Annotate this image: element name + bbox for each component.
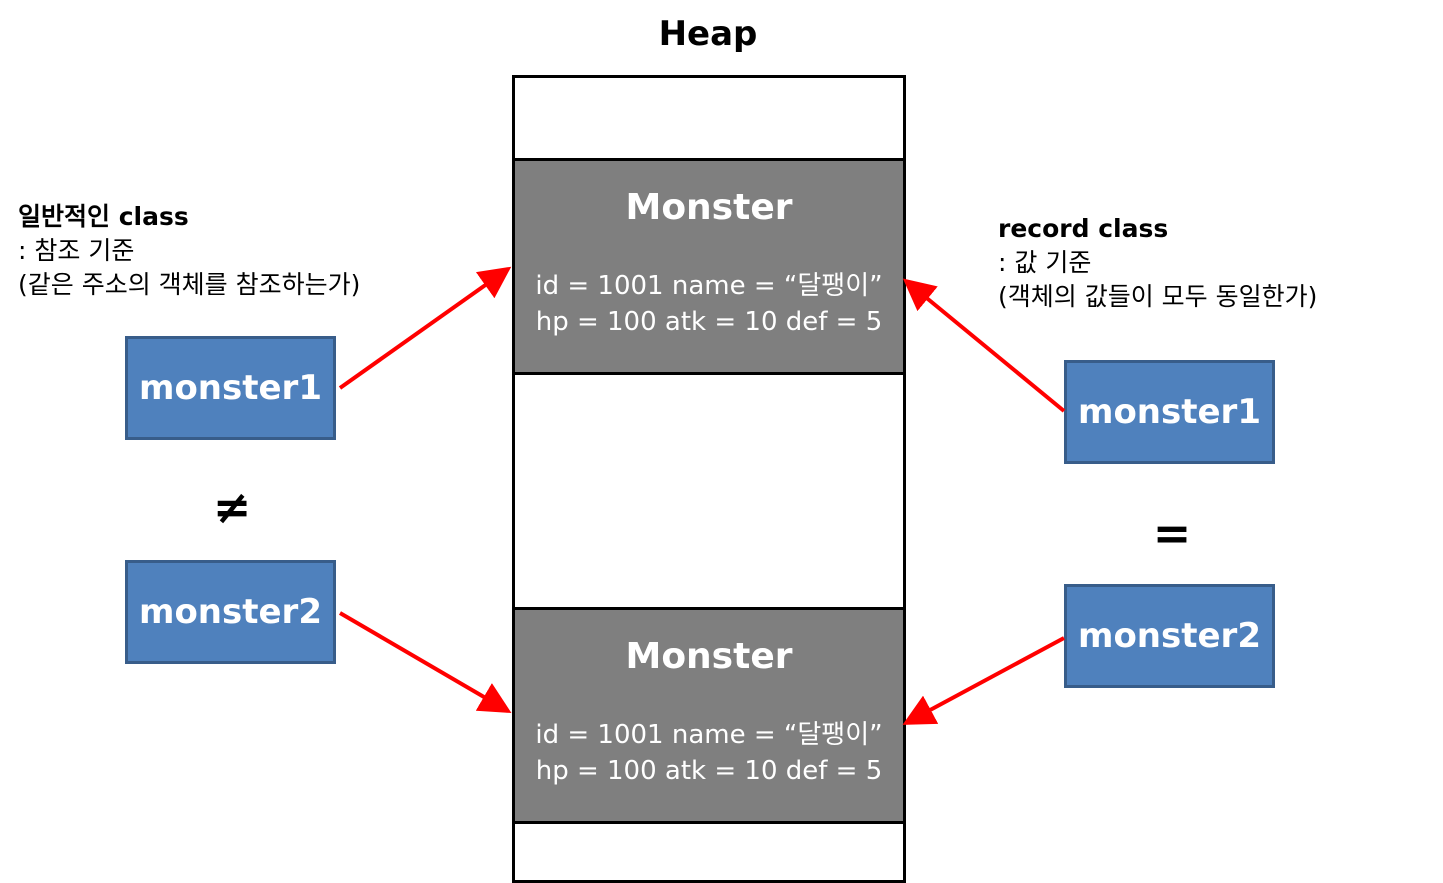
left-monster1-box: monster1: [125, 336, 336, 440]
left-caption-line2: (같은 주소의 객체를 참조하는가): [18, 270, 361, 299]
object-1-fields-line1: id = 1001 name = “달팽이”: [535, 271, 883, 301]
heap-title: Heap: [658, 14, 758, 54]
right-monster1-box: monster1: [1064, 360, 1275, 464]
arrow-left-monster2-to-object2: [338, 611, 512, 714]
left-caption-heading: 일반적인 class: [18, 202, 189, 231]
right-monster2-box: monster2: [1064, 584, 1275, 688]
left-monster2-box: monster2: [125, 560, 336, 664]
object-1-fields-line2: hp = 100 atk = 10 def = 5: [535, 307, 883, 337]
right-caption: record class : 값 기준 (객체의 값들이 모두 동일한가): [998, 212, 1317, 314]
object-2-fields-line1: id = 1001 name = “달팽이”: [535, 720, 883, 750]
heap-object-2: Monster id = 1001 name = “달팽이” hp = 100 …: [515, 607, 903, 824]
object-1-title: Monster: [625, 187, 793, 228]
right-caption-line1: : 값 기준: [998, 248, 1092, 277]
left-caption: 일반적인 class : 참조 기준 (같은 주소의 객체를 참조하는가): [18, 200, 360, 302]
arrow-left-monster1-to-object1: [338, 266, 512, 390]
equal-symbol: =: [1152, 506, 1192, 560]
object-2-title: Monster: [625, 636, 793, 677]
arrow-right-monster2-to-object2: [902, 636, 1065, 725]
left-caption-line1: : 참조 기준: [18, 236, 135, 265]
heap-memory: Monster id = 1001 name = “달팽이” hp = 100 …: [512, 75, 906, 883]
object-2-fields-line2: hp = 100 atk = 10 def = 5: [535, 756, 883, 786]
right-caption-line2: (객체의 값들이 모두 동일한가): [998, 282, 1318, 311]
heap-object-1: Monster id = 1001 name = “달팽이” hp = 100 …: [515, 158, 903, 375]
right-caption-heading: record class: [998, 214, 1169, 243]
arrow-right-monster1-to-object1: [902, 278, 1066, 413]
not-equal-symbol: ≠: [212, 480, 252, 534]
